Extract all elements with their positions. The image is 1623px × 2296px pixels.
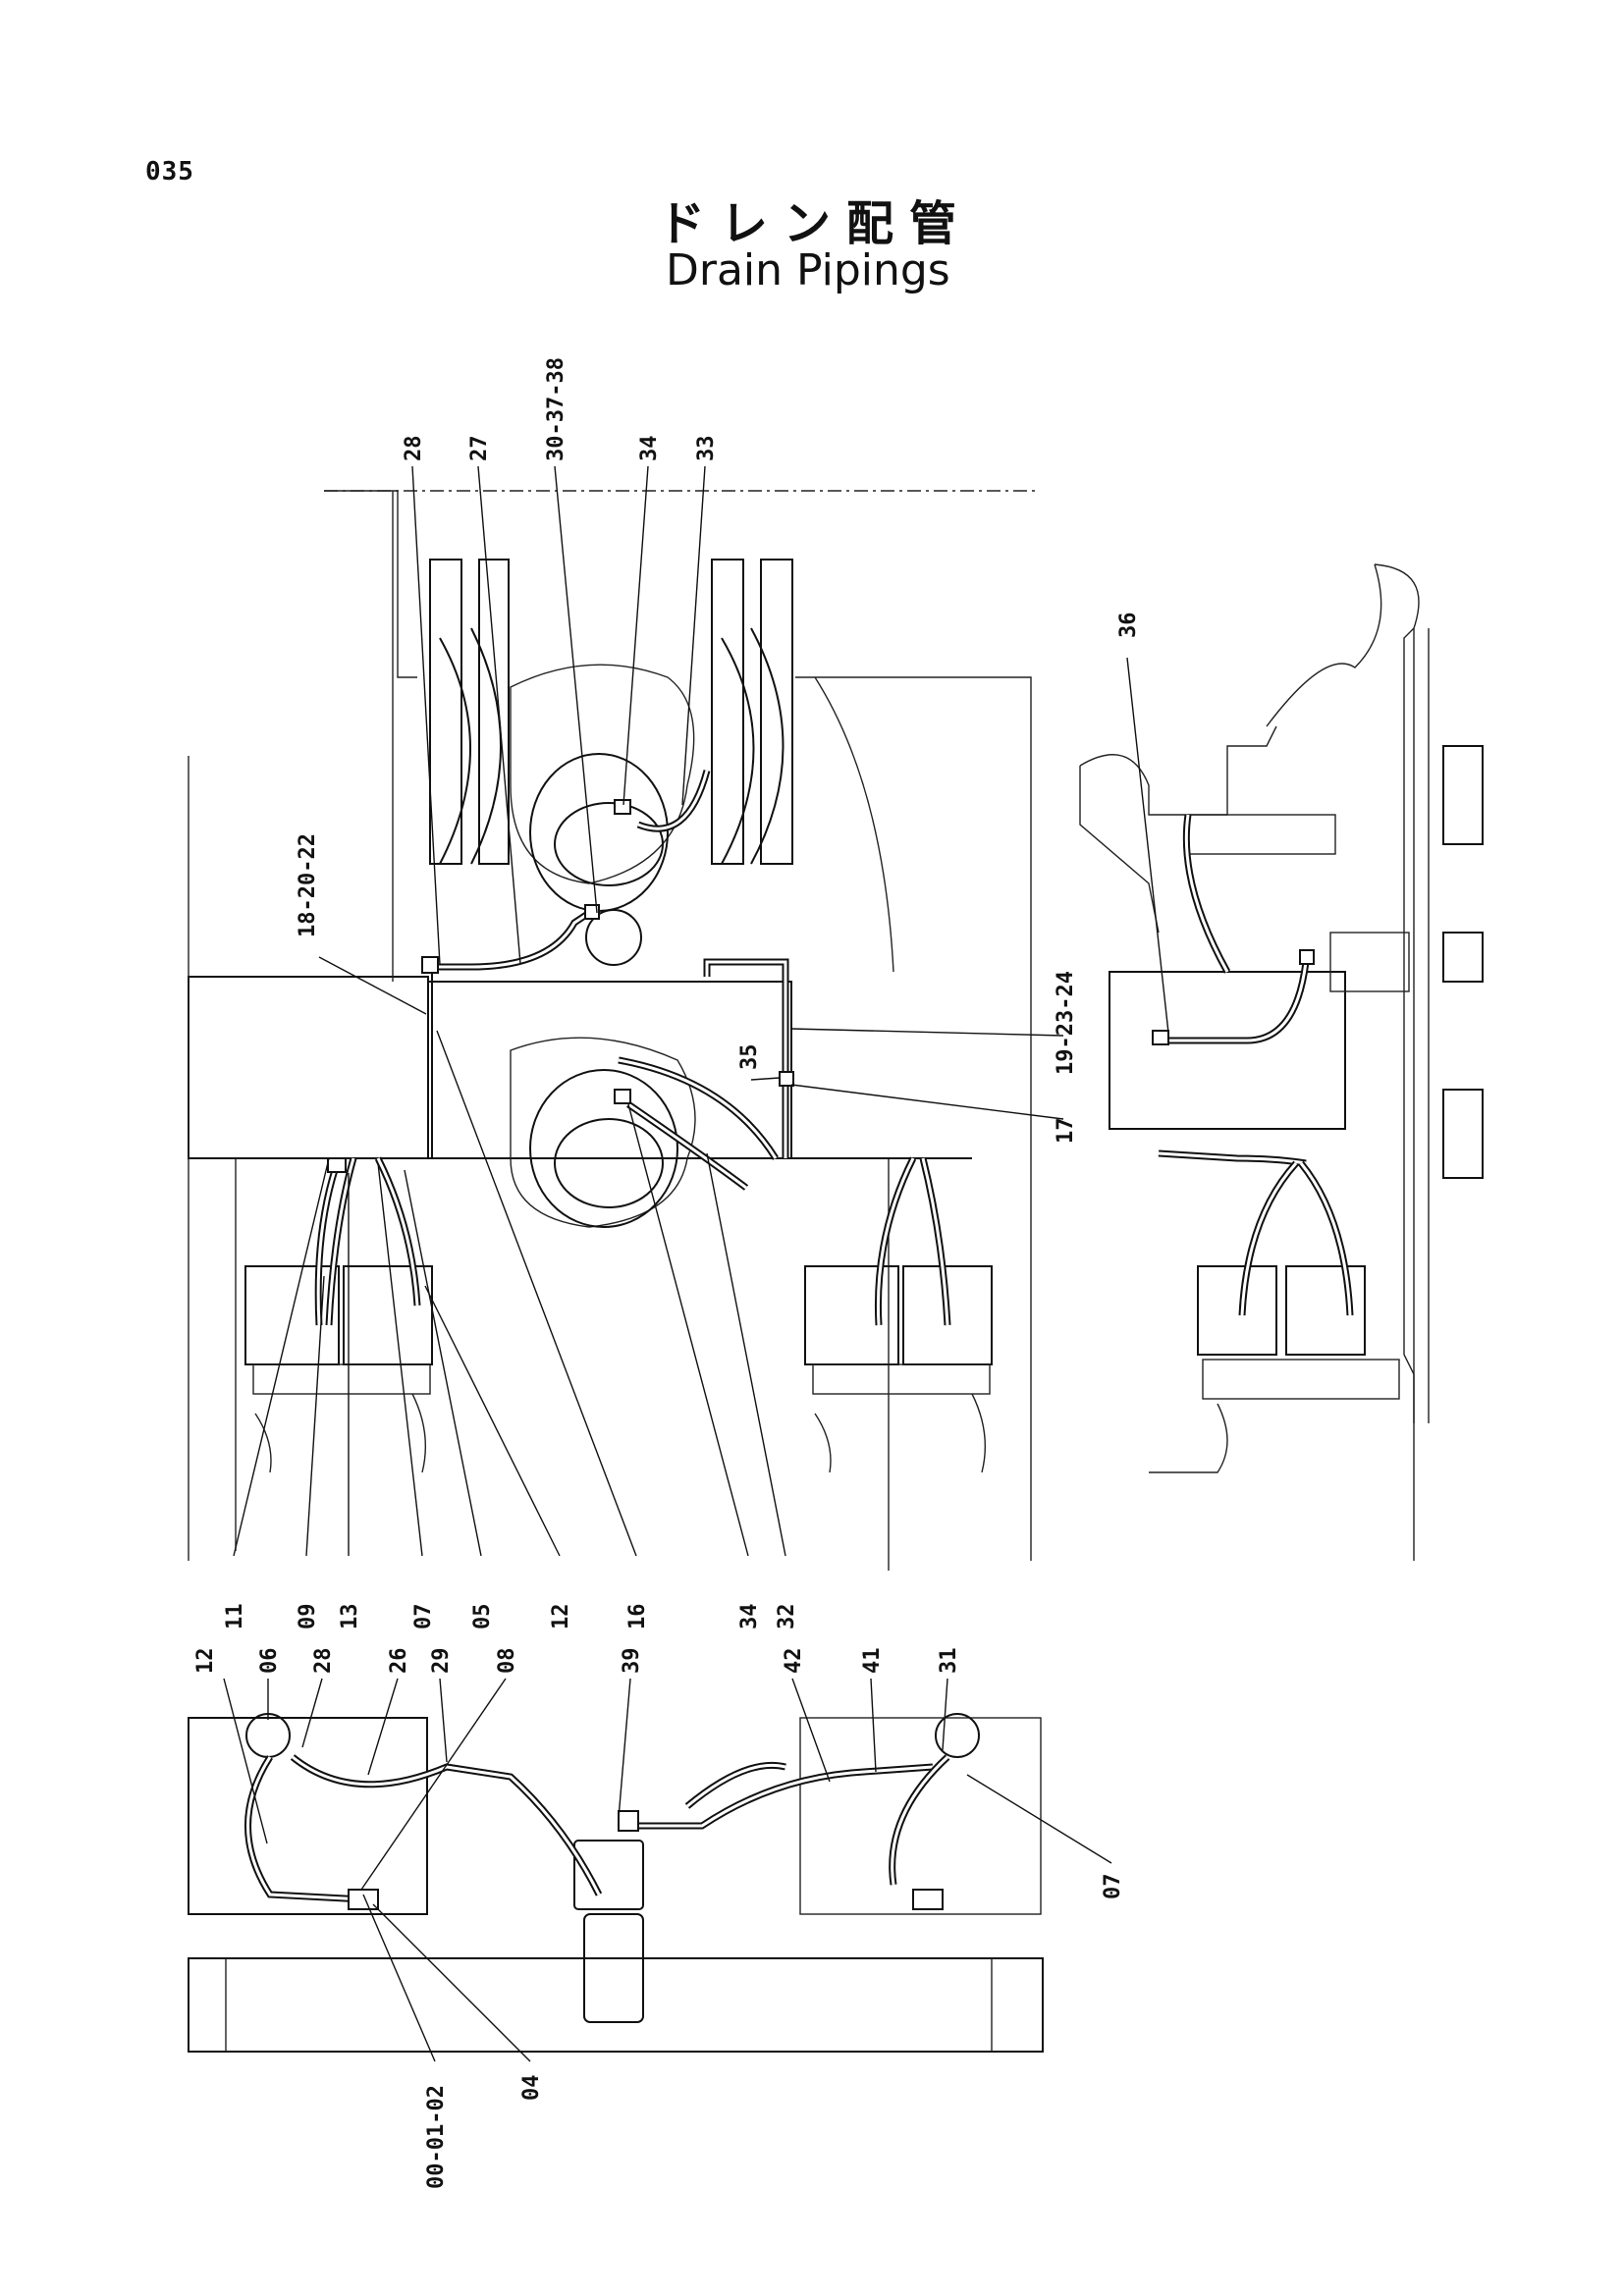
upper-main-view: [188, 490, 1036, 1571]
title-japanese: ドレン配管: [658, 196, 973, 251]
callout-34-top: 34: [637, 436, 662, 462]
callout-32: 32: [775, 1604, 799, 1630]
callout-07-mid: 07: [411, 1604, 436, 1630]
callout-05: 05: [470, 1604, 495, 1630]
callout-27-top: 27: [467, 436, 492, 462]
callout-34-bottom: 34: [737, 1604, 762, 1630]
callout-13: 13: [338, 1604, 362, 1630]
lower-center-motors: [804, 1156, 993, 1473]
callout-00-01-02: 00-01-02: [424, 2085, 449, 2189]
callout-29: 29: [429, 1648, 454, 1675]
callout-07-bottom: 07: [1101, 1874, 1125, 1900]
callout-12-mid: 12: [549, 1604, 573, 1630]
callout-11: 11: [223, 1604, 247, 1630]
lower-left-motors: [244, 1156, 433, 1473]
callout-19-23-24: 19-23-24: [1054, 971, 1078, 1075]
title-english: Drain Pipings: [666, 245, 950, 295]
callout-12-bottom: 12: [193, 1648, 218, 1675]
callout-labels: 28 27 30-37-38 34 33 18-20-22 19-23-24 3…: [193, 357, 1141, 2189]
callout-26: 26: [387, 1648, 411, 1675]
upper-drum-right: [711, 559, 793, 865]
callout-42: 42: [782, 1648, 806, 1675]
callout-18-20-22: 18-20-22: [296, 833, 320, 937]
callout-04: 04: [519, 2075, 544, 2102]
page-number: 035: [145, 157, 194, 187]
drain-tank: [583, 1913, 644, 2023]
left-frame-plate: [188, 976, 429, 1159]
leader-lines: [223, 465, 1169, 2062]
callout-30-37-38: 30-37-38: [544, 357, 568, 461]
callout-06: 06: [257, 1648, 282, 1675]
callout-17: 17: [1054, 1118, 1078, 1145]
lower-view: [188, 1713, 1044, 2053]
upper-drum-left: [429, 559, 510, 865]
callout-31: 31: [937, 1648, 961, 1675]
callout-41: 41: [860, 1648, 885, 1675]
callout-33: 33: [694, 436, 719, 462]
callout-08: 08: [495, 1648, 519, 1675]
right-side-view: [1079, 563, 1484, 1561]
callout-16: 16: [625, 1604, 650, 1630]
callout-39: 39: [620, 1648, 644, 1675]
callout-36: 36: [1116, 613, 1141, 639]
callout-28-top: 28: [402, 436, 426, 462]
callout-09: 09: [296, 1604, 320, 1630]
callout-35: 35: [737, 1044, 762, 1071]
callout-28-bottom: 28: [311, 1648, 336, 1675]
